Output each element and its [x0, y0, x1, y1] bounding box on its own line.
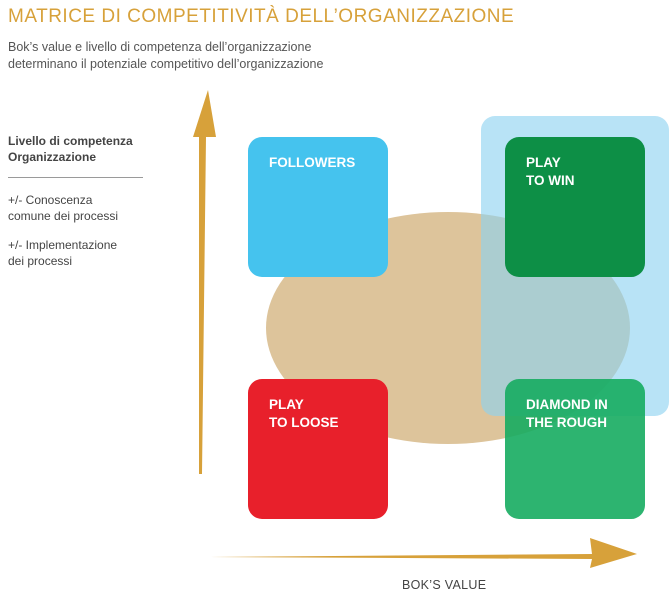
quadrant-label: PLAY — [526, 155, 561, 170]
quadrant-label: FOLLOWERS — [269, 155, 356, 170]
x-axis-arrow — [210, 538, 637, 568]
y-axis-label: Livello di competenza Organizzazione — [8, 133, 148, 165]
y-axis-legend: Livello di competenza Organizzazione +/-… — [8, 133, 148, 282]
quadrant-label: THE ROUGH — [526, 415, 607, 430]
subtitle-line-1: Bok’s value e livello di competenza dell… — [8, 40, 312, 54]
quadrant-diamond-in-the-rough: DIAMOND IN THE ROUGH — [505, 379, 645, 519]
y-axis-item-line: comune dei processi — [8, 209, 119, 223]
page-title: MATRICE DI COMPETITIVITÀ DELL’ORGANIZZAZ… — [8, 6, 515, 27]
quadrant-followers: FOLLOWERS — [248, 137, 388, 277]
y-axis-label-line-1: Livello di competenza — [8, 134, 133, 148]
subtitle: Bok’s value e livello di competenza dell… — [8, 39, 428, 73]
y-axis-label-line-2: Organizzazione — [8, 150, 97, 164]
y-axis-item-line: +/- Conoscenza — [8, 193, 93, 207]
y-axis-item-line: dei processi — [8, 254, 73, 268]
y-axis-item: +/- Conoscenza comune dei processi — [8, 192, 148, 224]
y-axis-item-line: +/- Implementazione — [8, 238, 118, 252]
quadrant-play-to-loose: PLAY TO LOOSE — [248, 379, 388, 519]
quadrant-label: TO WIN — [526, 173, 575, 188]
subtitle-line-2: determinano il potenziale competitivo de… — [8, 57, 324, 71]
quadrant-label: PLAY — [269, 397, 304, 412]
y-axis-arrow — [193, 90, 216, 474]
quadrant-label: TO LOOSE — [269, 415, 339, 430]
quadrant-label: DIAMOND IN — [526, 397, 608, 412]
y-axis-item: +/- Implementazione dei processi — [8, 237, 148, 269]
quadrant-play-to-win: PLAY TO WIN — [505, 137, 645, 277]
divider — [8, 177, 143, 178]
x-axis-label: BOK’S VALUE — [402, 578, 487, 592]
